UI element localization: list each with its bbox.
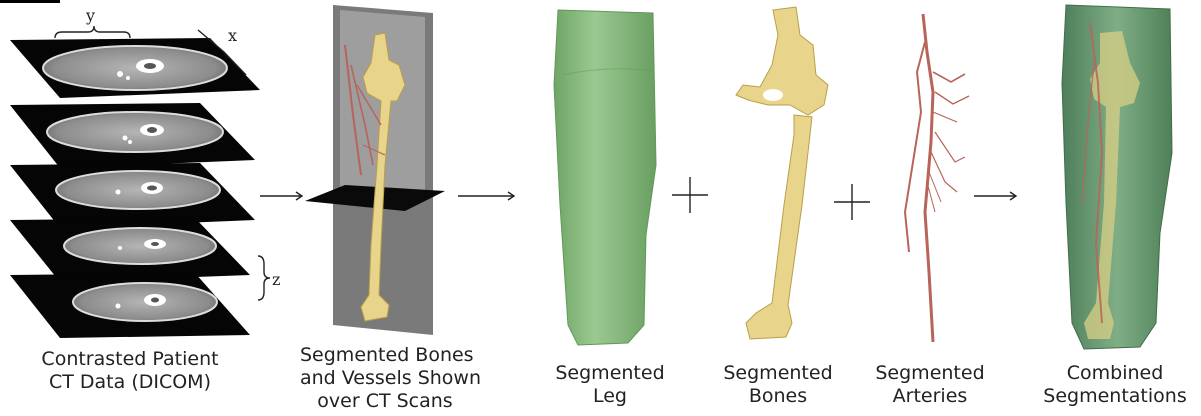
bones-caption: Segmented Bones [708,362,848,408]
ct-slice-stack [0,20,270,360]
ct-slice-3 [10,163,255,228]
ct-slice-2 [10,103,255,168]
combined-caption-line-2: Segmentations [1030,385,1200,408]
y-axis-bracket [55,26,130,38]
ct-slice-4 [10,218,250,282]
combined-caption: Combined Segmentations [1030,362,1200,408]
ct-slice-5 [10,273,250,338]
overlay-caption: Segmented Bones and Vessels Shown over C… [300,344,470,413]
ct-caption-line-2: CT Data (DICOM) [10,371,250,394]
ct-overlay-render [305,5,445,335]
leg-caption-line-2: Leg [540,385,680,408]
segmented-bones-render [728,5,838,350]
z-axis-label: z [272,270,280,289]
overlay-caption-line-3: over CT Scans [300,390,470,413]
z-axis-bracket [258,256,270,300]
overlay-caption-line-2: and Vessels Shown [300,367,470,390]
ct-caption-line-1: Contrasted Patient [10,348,250,371]
leg-caption: Segmented Leg [540,362,680,408]
arrow-2 [456,190,520,202]
bones-caption-line-2: Bones [708,385,848,408]
arrow-1 [258,190,308,202]
arteries-caption-line-2: Arteries [860,385,1000,408]
leg-caption-line-1: Segmented [540,362,680,385]
ct-slice-1 [10,38,260,98]
segmented-leg-render [548,5,663,350]
arteries-caption: Segmented Arteries [860,362,1000,408]
ct-stack-caption: Contrasted Patient CT Data (DICOM) [10,348,250,394]
arrow-3 [972,190,1022,202]
arteries-caption-line-1: Segmented [860,362,1000,385]
combined-caption-line-1: Combined [1030,362,1200,385]
segmented-arteries-render [895,12,975,352]
overlay-caption-line-1: Segmented Bones [300,344,470,367]
x-axis-label: x [228,26,237,45]
combined-segmentations-render [1060,3,1175,353]
bones-caption-line-1: Segmented [708,362,848,385]
plus-sign-1 [670,175,710,215]
y-axis-label: y [86,6,95,25]
corner-rule [0,0,60,3]
plus-sign-2 [832,182,872,222]
